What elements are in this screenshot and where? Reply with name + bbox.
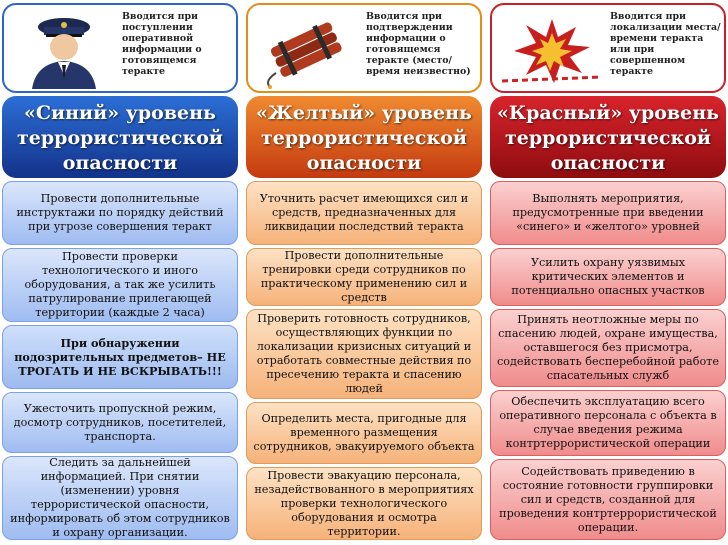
red-action-5: Содействовать приведению в состояние гот…: [490, 459, 726, 540]
blue-level-intro-card: Вводится при поступлении оперативной инф…: [2, 3, 238, 93]
blue-action-3: При обнаружении подозрительных предметов…: [2, 325, 238, 389]
yellow-level-intro-card: Вводится при подтверждении информации о …: [246, 3, 482, 93]
yellow-action-3: Проверить готовность сотрудников, осущес…: [246, 309, 482, 399]
blue-action-5: Следить за дальнейшей информацией. При с…: [2, 456, 238, 540]
blue-level-title-line3: опасности: [62, 152, 178, 174]
red-level-title: «Красный» уровень террористической опасн…: [490, 96, 726, 178]
red-action-1: Выполнять мероприятия, предусмотренные п…: [490, 181, 726, 245]
red-level-title-line1: «Красный» уровень: [496, 102, 720, 124]
blue-level-title-line2: террористической: [17, 127, 223, 149]
red-action-4: Обеспечить эксплуатацию всего оперативно…: [490, 390, 726, 456]
blue-level-title: «Синий» уровень террористической опаснос…: [2, 96, 238, 178]
yellow-level-intro: Вводится при подтверждении информации о …: [366, 11, 471, 77]
red-action-3: Принять неотложные меры по спасению люде…: [490, 309, 726, 387]
blue-level-title-line1: «Синий» уровень: [24, 102, 216, 124]
yellow-level-title-line1: «Желтый» уровень: [256, 102, 472, 124]
red-level-title-line3: опасности: [550, 152, 666, 174]
yellow-action-5: Провести эвакуацию персонала, незадейств…: [246, 467, 482, 540]
yellow-level-title-line3: опасности: [306, 152, 422, 174]
red-level-column: Вводится при локализации места/времени т…: [490, 0, 728, 545]
yellow-action-4: Определить места, пригодные для временно…: [246, 402, 482, 464]
yellow-level-title-line2: террористической: [261, 127, 467, 149]
blue-action-4: Ужесточить пропускной режим, досмотр сот…: [2, 392, 238, 453]
yellow-action-1: Уточнить расчет имеющихся сил и средств,…: [246, 181, 482, 245]
red-level-intro-card: Вводится при локализации места/времени т…: [490, 3, 726, 93]
yellow-level-column: Вводится при подтверждении информации о …: [246, 0, 486, 545]
blue-action-1: Провести дополнительные инструктажи по п…: [2, 181, 238, 245]
red-action-2: Усилить охрану уязвимых критических элем…: [490, 248, 726, 306]
yellow-action-2: Провести дополнительные тренировки среди…: [246, 248, 482, 306]
blue-level-column: Вводится при поступлении оперативной инф…: [2, 0, 242, 545]
explosion-icon: [501, 19, 603, 83]
blue-action-2: Провести проверки технологического и ино…: [2, 248, 238, 322]
yellow-level-title: «Желтый» уровень террористической опасно…: [246, 96, 482, 178]
dynamite-icon: [267, 22, 342, 89]
blue-level-intro: Вводится при поступлении оперативной инф…: [122, 11, 202, 77]
red-level-intro: Вводится при локализации места/времени т…: [610, 11, 721, 77]
red-level-title-line2: террористической: [505, 127, 711, 149]
police-officer-icon: [32, 18, 96, 89]
